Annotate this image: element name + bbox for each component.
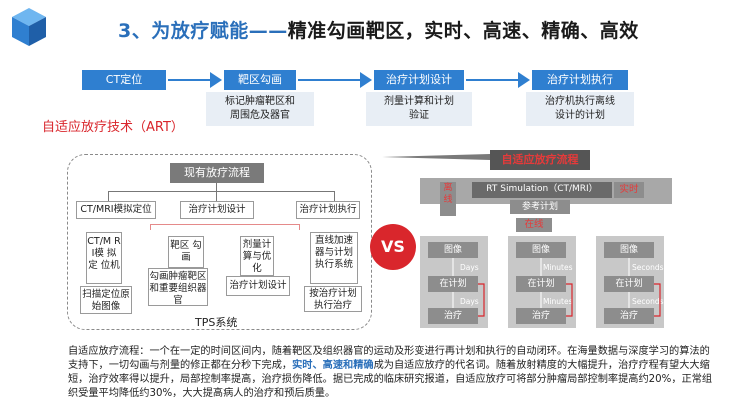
process-desc-plan-design: 剂量计算和计划 验证	[366, 92, 472, 126]
art-plan-2: 在计划	[516, 276, 566, 292]
connector	[216, 191, 217, 201]
process-step-contour: 靶区勾画	[224, 70, 296, 90]
tps-execute: 按治疗计划执行治疗	[304, 286, 362, 312]
desc-line: 周围危及器官	[230, 110, 290, 121]
tps-dose-calc: 剂量计算与优化	[240, 236, 274, 276]
art-treat-2: 治疗	[516, 308, 566, 324]
bottom-description: 自适应放疗流程：一个在一定的时间区间内，随着靶区及组织器官的运动及形变进行再计划…	[68, 345, 716, 401]
page-title: 3、为放疗赋能——精准勾画靶区，实时、高速、精确、高效	[118, 16, 639, 43]
tps-plan-design: 治疗计划设计	[180, 201, 254, 219]
tps-plan-design-2: 治疗计划设计	[226, 276, 290, 296]
desc-line: 设计的计划	[555, 110, 605, 121]
connector	[334, 191, 335, 201]
arrow-right-icon	[360, 72, 372, 88]
tps-plan-exec: 治疗计划执行	[296, 201, 360, 219]
feedback-loop-arrows-icon	[452, 258, 661, 317]
vs-badge: VS	[370, 224, 416, 270]
tps-ct-mri: CT/MRI模拟定位	[76, 201, 156, 219]
process-arrow	[466, 79, 518, 81]
art-time-1b: Days	[460, 297, 479, 306]
process-desc-contour: 标记肿瘤靶区和 周围危及器官	[206, 92, 314, 126]
art-treat-3: 治疗	[604, 308, 654, 324]
art-flow-title: 自适应放疗流程	[490, 150, 590, 170]
process-desc-plan-exec: 治疗机执行离线 设计的计划	[526, 92, 634, 126]
title-rest: 精准勾画靶区，实时、高速、精确、高效	[287, 20, 639, 42]
art-time-2a: Minutes	[543, 263, 573, 272]
tps-linac: 直线加速器与计划执行系统	[310, 232, 358, 284]
redline-bracket	[150, 224, 300, 230]
tps-title: 现有放疗流程	[170, 163, 264, 183]
bottom-text-highlight: 实时、高速和精确	[292, 360, 374, 371]
tps-ct-machine: CT/M RI模 拟定 位机	[86, 232, 122, 284]
arrow-right-icon	[210, 72, 222, 88]
art-time-2b: Minutes	[543, 297, 573, 306]
desc-line: 标记肿瘤靶区和	[225, 96, 295, 107]
art-image-2: 图像	[516, 242, 566, 258]
tps-caption: TPS系统	[195, 316, 238, 329]
desc-line: 验证	[409, 110, 429, 121]
process-step-plan-design: 治疗计划设计	[374, 70, 464, 90]
process-step-plan-exec: 治疗计划执行	[532, 70, 628, 90]
title-highlight: 3、为放疗赋能——	[118, 20, 288, 42]
art-plan-1: 在计划	[428, 276, 478, 292]
connector	[216, 183, 217, 191]
art-image-1: 图像	[428, 242, 478, 258]
process-arrow	[298, 79, 360, 81]
art-plan-3: 在计划	[604, 276, 654, 292]
desc-line: 治疗机执行离线	[545, 96, 615, 107]
tps-contour: 靶区 勾画	[168, 236, 204, 268]
art-sim-box: RT Simulation（CT/MRI）	[472, 182, 612, 198]
art-time-3b: Seconds	[632, 297, 664, 306]
gray-arrow-icon	[382, 150, 502, 164]
art-label: 自适应放疗技术（ART）	[42, 120, 184, 135]
art-image-3: 图像	[604, 242, 654, 258]
process-arrow	[168, 79, 210, 81]
cube-logo-icon	[12, 8, 46, 46]
tps-contour-organs: 勾画肿瘤靶区和重要组织器官	[148, 268, 208, 306]
art-realtime-tag: 实时	[614, 182, 644, 198]
art-time-1a: Days	[460, 263, 479, 272]
connector	[108, 191, 334, 192]
connector	[108, 191, 109, 201]
bottom-text-1: 自适应放疗流程：一个在一定的时间区间内，随着靶区及组织器官的运动及形变进行再计划…	[68, 346, 710, 371]
tps-scan-image: 扫描定位原始图像	[80, 286, 132, 314]
process-step-ct: CT定位	[82, 70, 166, 90]
desc-line: 剂量计算和计划	[384, 96, 454, 107]
art-online-tag: 在线	[516, 218, 552, 232]
art-ref-plan: 参考计划	[510, 200, 570, 214]
art-treat-1: 治疗	[428, 308, 478, 324]
art-offline-tag: 离线	[440, 182, 456, 216]
bottom-text-2: 成为自适应放疗的代名词。随着放射精度的大幅提升，治疗疗程有望大大缩短，治疗效率得…	[68, 360, 713, 399]
art-time-3a: Seconds	[632, 263, 664, 272]
arrow-right-icon	[518, 72, 530, 88]
